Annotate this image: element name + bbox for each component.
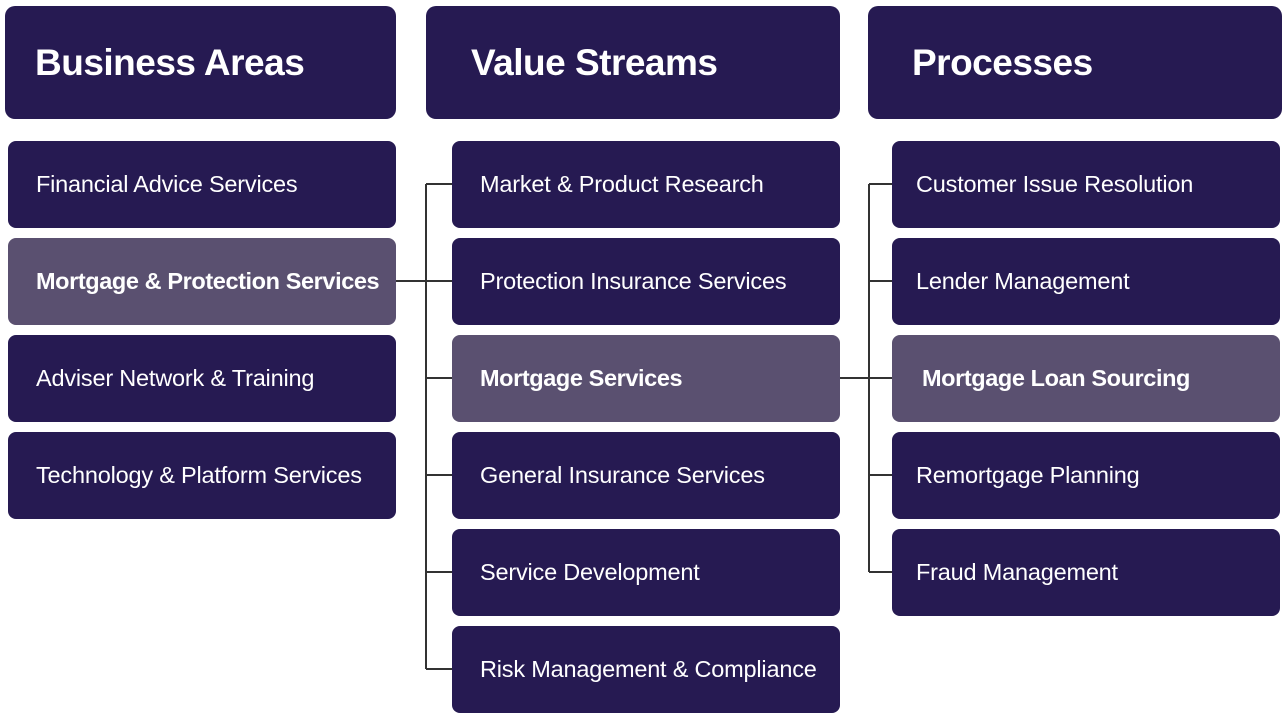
business-area-mortgage-protection-services[interactable]: Mortgage & Protection Services — [8, 238, 396, 325]
value-stream-service-development[interactable]: Service Development — [452, 529, 840, 616]
process-customer-issue-resolution[interactable]: Customer Issue Resolution — [892, 141, 1280, 228]
process-lender-management[interactable]: Lender Management — [892, 238, 1280, 325]
process-fraud-management[interactable]: Fraud Management — [892, 529, 1280, 616]
value-stream-general-insurance-services[interactable]: General Insurance Services — [452, 432, 840, 519]
process-remortgage-planning[interactable]: Remortgage Planning — [892, 432, 1280, 519]
business-area-adviser-network-training[interactable]: Adviser Network & Training — [8, 335, 396, 422]
process-mortgage-loan-sourcing[interactable]: Mortgage Loan Sourcing — [892, 335, 1280, 422]
value-stream-mortgage-services[interactable]: Mortgage Services — [452, 335, 840, 422]
value-stream-risk-management-compliance[interactable]: Risk Management & Compliance — [452, 626, 840, 713]
header-value-streams: Value Streams — [426, 6, 840, 119]
header-business-areas: Business Areas — [5, 6, 396, 119]
header-processes: Processes — [868, 6, 1282, 119]
value-stream-protection-insurance-services[interactable]: Protection Insurance Services — [452, 238, 840, 325]
value-stream-market-product-research[interactable]: Market & Product Research — [452, 141, 840, 228]
business-area-technology-platform-services[interactable]: Technology & Platform Services — [8, 432, 396, 519]
business-area-financial-advice-services[interactable]: Financial Advice Services — [8, 141, 396, 228]
